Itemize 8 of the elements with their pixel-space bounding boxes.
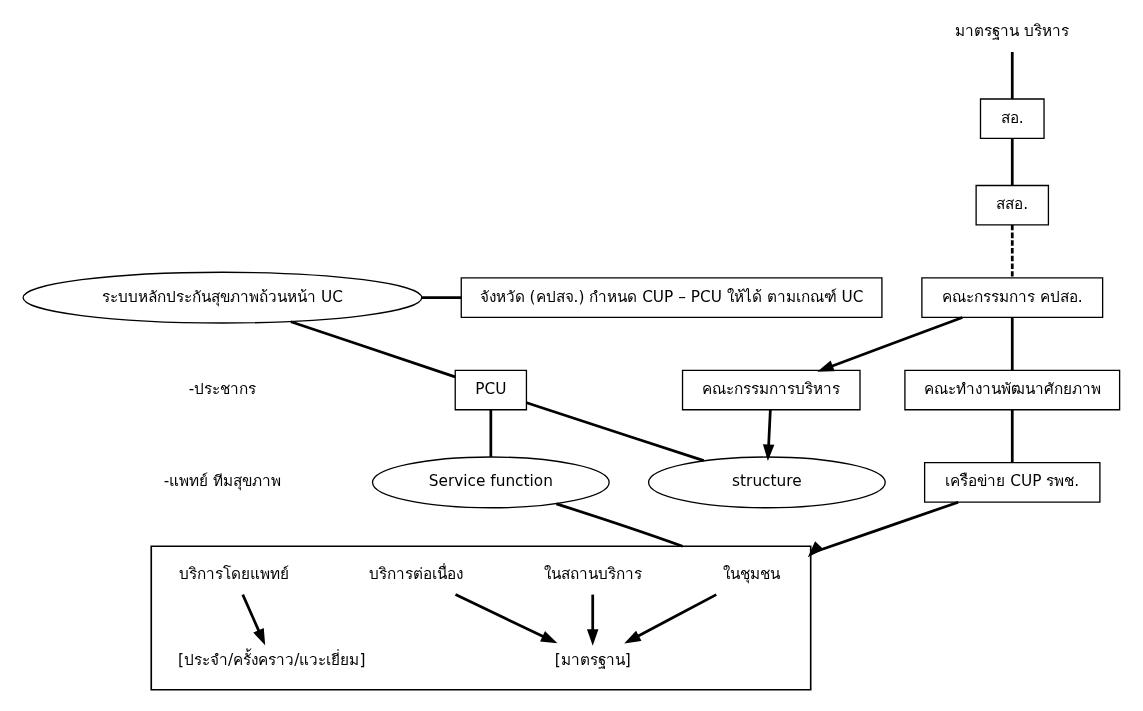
node-text: มาตรฐาน บริหาร xyxy=(955,22,1070,41)
node-text: ในชุมชน xyxy=(723,564,781,583)
label: -ประชากร xyxy=(188,380,257,399)
node-text: ในสถานบริการ xyxy=(543,564,642,583)
node-text: บริการโดยแพทย์ xyxy=(179,564,290,583)
node-text: [มาตรฐาน] xyxy=(554,651,631,670)
node-text: บริการต่อเนื่อง xyxy=(369,564,464,583)
label: -แพทย์ ทีมสุขภาพ xyxy=(163,472,282,491)
